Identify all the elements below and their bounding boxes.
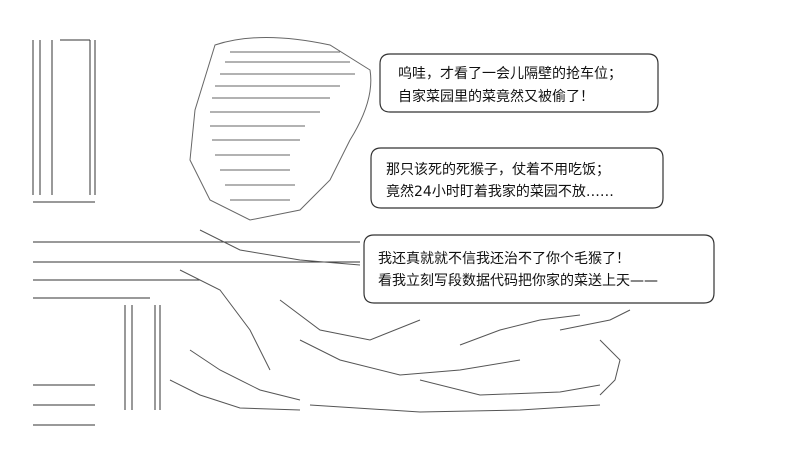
bubble-2-line-1: 那只该死的死猴子，仗着不用吃饭； <box>386 162 610 178</box>
speech-bubble-3 <box>363 234 715 304</box>
speech-bubble-2 <box>370 147 664 209</box>
speech-bubble-1 <box>379 53 659 113</box>
character-head <box>189 37 372 221</box>
character-body <box>169 229 631 413</box>
bubble-3-line-1: 我还真就就不信我还治不了你个毛猴了！ <box>378 251 630 267</box>
bubble-3-line-2: 看我立刻写段数据代码把你家的菜送上天—— <box>378 273 658 289</box>
bubble-1-line-2: 自家菜园里的菜竟然又被偷了！ <box>398 89 594 105</box>
bubble-1-line-1: 呜哇，才看了一会儿隔壁的抢车位； <box>398 66 622 82</box>
left-frame <box>32 39 360 426</box>
bubble-2-line-2: 竟然24小时盯着我家的菜园不放…… <box>386 184 614 200</box>
